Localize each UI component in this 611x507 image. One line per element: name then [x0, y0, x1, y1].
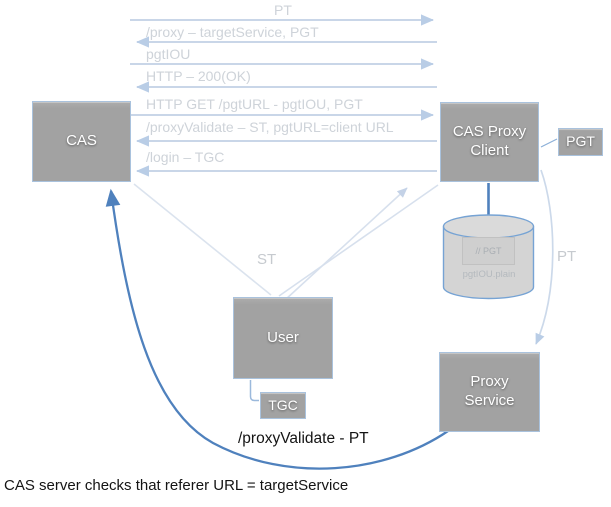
node-user-label: User	[267, 328, 299, 346]
message-label-proxyvalidate: /proxyValidate – ST, pgtURL=client URL	[146, 119, 394, 135]
edge-proxyclient-to-pgt	[540, 138, 558, 148]
node-cas-proxy-client: CAS Proxy Client	[440, 102, 539, 182]
message-label-proxy: /proxy – targetService, PGT	[146, 24, 319, 40]
message-label-pgtiou: pgtIOU	[146, 46, 191, 62]
node-pgt-ticket: PGT	[558, 128, 603, 156]
diagram-caption: CAS server checks that referer URL = tar…	[4, 477, 349, 494]
edge-user-to-proxyclient	[278, 184, 439, 297]
node-pgt-label: PGT	[566, 133, 595, 150]
node-user: User	[233, 297, 333, 379]
node-tgc-ticket: TGC	[260, 392, 306, 419]
node-cas-proxy-client-label: CAS Proxy Client	[452, 123, 527, 159]
message-label-login: /login – TGC	[146, 149, 225, 165]
datastore-cylinder-top	[442, 214, 535, 239]
edge-proxyvalidate-pt-curve	[105, 188, 449, 470]
message-label-httpget: HTTP GET /pgtURL - pgtIOU, PGT	[146, 96, 363, 112]
edge-label-pt: PT	[557, 248, 577, 265]
datastore-filename: pgtIOU.plain	[462, 269, 516, 280]
edge-user-to-tgc	[249, 380, 259, 402]
node-cas: CAS	[32, 101, 131, 182]
node-proxy-service-label: Proxy Service	[464, 373, 515, 409]
message-label-pt: PT	[274, 2, 292, 18]
edge-pt-curve	[535, 169, 554, 345]
node-tgc-label: TGC	[268, 396, 298, 413]
message-label-http200: HTTP – 200(OK)	[146, 68, 251, 84]
edge-cas-to-user	[133, 183, 272, 296]
node-proxy-service: Proxy Service	[439, 352, 540, 432]
edge-label-proxyvalidate-pt: /proxyValidate - PT	[238, 430, 369, 447]
node-cas-label: CAS	[66, 132, 97, 150]
edge-user-to-proxyclient-arrow	[284, 187, 408, 301]
datastore-pgt-box: // PGT	[462, 237, 515, 265]
edge-label-st: ST	[257, 251, 277, 268]
